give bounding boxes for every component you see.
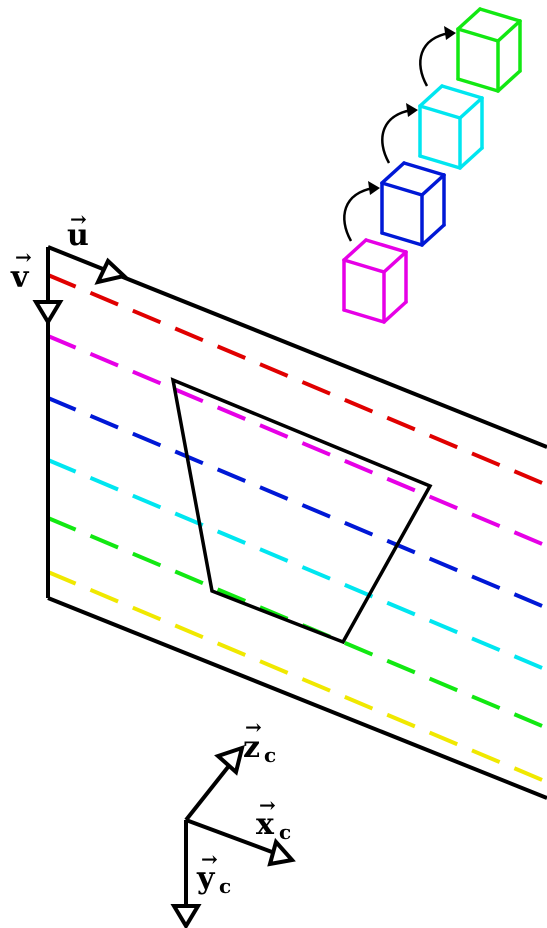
y-vector-arrow-mark: → bbox=[201, 847, 218, 871]
label-x: → x c bbox=[256, 793, 291, 844]
label-u: → u bbox=[67, 207, 89, 253]
u-direction-arrowhead bbox=[94, 257, 129, 285]
label-z: → z c bbox=[243, 715, 276, 767]
u-vector-arrow-mark: → bbox=[70, 207, 87, 231]
curved-arrow-2 bbox=[381, 108, 413, 164]
cube-magenta-edge bbox=[342, 238, 368, 262]
y-subscript: c bbox=[219, 874, 231, 898]
cube-blue-edge bbox=[380, 161, 406, 185]
scanlines bbox=[47, 273, 547, 784]
cube-green-edge bbox=[478, 7, 522, 23]
x-label: x bbox=[256, 807, 275, 842]
curved-arrow-1 bbox=[343, 186, 375, 242]
z-vector-arrow-mark: → bbox=[245, 715, 262, 739]
cube-magenta-edge bbox=[342, 308, 386, 324]
cube-blue-edge bbox=[380, 181, 424, 197]
cube-magenta-edge bbox=[382, 250, 408, 274]
plane-bottom-edge bbox=[47, 596, 547, 800]
cube-cyan-edge bbox=[458, 96, 484, 120]
cube-green-edge bbox=[496, 69, 522, 93]
cube-magenta-edge bbox=[364, 238, 408, 254]
cube-cyan-edge bbox=[440, 84, 484, 100]
scanline-red bbox=[47, 273, 547, 487]
label-v: → v bbox=[10, 245, 32, 295]
cube-magenta-edge bbox=[342, 258, 386, 274]
x-subscript: c bbox=[279, 820, 291, 844]
curved-arrowhead-2 bbox=[406, 103, 418, 117]
y-label: y bbox=[196, 861, 216, 896]
camera-axes bbox=[184, 760, 273, 905]
cube-cyan-edge bbox=[458, 146, 484, 170]
scanline-yellow bbox=[47, 570, 547, 784]
cube-green-edge bbox=[456, 77, 500, 93]
motion-arrowheads bbox=[368, 26, 456, 195]
y-axis-arrowhead bbox=[170, 904, 202, 928]
cube-green-edge bbox=[496, 19, 522, 43]
curved-arrow-3 bbox=[419, 31, 451, 87]
cube-magenta-edge bbox=[382, 300, 408, 324]
cube-cyan-edge bbox=[418, 84, 444, 108]
cube-green-edge bbox=[456, 7, 482, 31]
cube-cyan bbox=[418, 84, 484, 170]
curved-arrowhead-3 bbox=[444, 26, 456, 40]
scanline-cyan bbox=[47, 458, 547, 672]
cube-cyan-edge bbox=[418, 154, 462, 170]
v-vector-arrow-mark: → bbox=[15, 245, 32, 269]
cube-cyan-edge bbox=[418, 104, 462, 120]
scanline-magenta bbox=[47, 334, 547, 548]
u-label: u bbox=[67, 218, 89, 253]
z-label: z bbox=[243, 730, 260, 765]
z-axis-line bbox=[184, 760, 234, 822]
plane-top-edge bbox=[47, 245, 547, 449]
image-plane bbox=[46, 245, 547, 800]
label-y: → y c bbox=[196, 847, 231, 898]
cube-blue bbox=[380, 161, 446, 247]
motion-arrows bbox=[343, 31, 451, 242]
cube-green bbox=[456, 7, 522, 93]
z-subscript: c bbox=[264, 743, 276, 767]
cube-magenta bbox=[342, 238, 408, 324]
cube-blue-edge bbox=[402, 161, 446, 177]
cube-blue-edge bbox=[420, 223, 446, 247]
x-axis-line bbox=[185, 818, 273, 854]
v-label: v bbox=[10, 260, 30, 295]
z-axis-arrowhead bbox=[214, 744, 245, 776]
x-vector-arrow-mark: → bbox=[259, 793, 276, 817]
cube-blue-edge bbox=[420, 173, 446, 197]
projected-quadrilateral bbox=[170, 377, 433, 645]
cube-sequence bbox=[342, 7, 522, 324]
curved-arrowhead-1 bbox=[368, 181, 380, 195]
v-direction-arrowhead bbox=[32, 300, 64, 326]
cube-blue-edge bbox=[380, 231, 424, 247]
x-axis-arrowhead bbox=[267, 837, 296, 867]
cube-green-edge bbox=[456, 27, 500, 43]
